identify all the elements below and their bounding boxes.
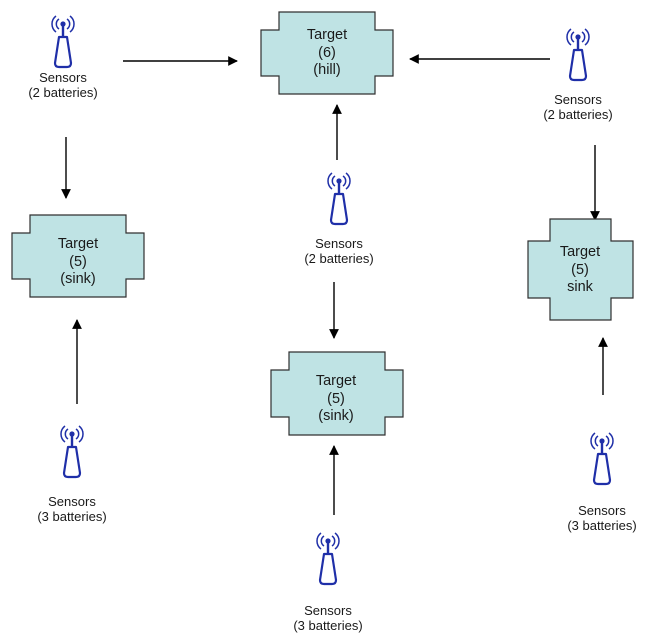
target-label-right-line-2: (5) xyxy=(571,261,589,278)
target-label-top: Target(6)(hill) xyxy=(267,27,387,80)
sensor-label-bottom-right-line-1: Sensors xyxy=(578,503,626,518)
antenna-icon xyxy=(327,172,351,226)
antenna-icon xyxy=(51,15,75,69)
target-label-left-line-1: Target xyxy=(57,236,99,252)
sensor-label-top-left-line-2: (2 batteries) xyxy=(28,85,98,100)
sensor-label-bottom-center-line-2: (3 batteries) xyxy=(293,618,363,633)
target-label-top-line-3: (hill) xyxy=(313,62,341,78)
target-label-top-line-1: Target xyxy=(306,27,348,43)
target-shape-center xyxy=(270,351,404,436)
sensor-label-top-right-line-1: Sensors xyxy=(554,92,602,107)
sensor-label-middle-line-1: Sensors xyxy=(315,236,363,251)
target-label-left-line-3: (sink) xyxy=(60,271,96,287)
target-label-center: Target(5)(sink) xyxy=(276,373,396,426)
antenna-icon xyxy=(316,532,340,586)
target-shape-top xyxy=(260,11,394,95)
sensor-label-middle: Sensors(2 batteries) xyxy=(279,236,399,266)
sensor-label-bottom-left: Sensors(3 batteries) xyxy=(12,494,132,524)
sensor-label-bottom-center: Sensors(3 batteries) xyxy=(268,603,388,633)
antenna-icon xyxy=(590,432,614,486)
target-label-right-line-3: sink xyxy=(567,279,593,295)
sensor-label-top-right-line-2: (2 batteries) xyxy=(543,107,613,122)
target-shape-right xyxy=(527,218,634,321)
target-label-center-line-3: (sink) xyxy=(318,408,354,424)
target-label-center-line-1: Target xyxy=(315,373,357,389)
target-label-center-line-2: (5) xyxy=(327,390,345,407)
target-label-left: Target(5)(sink) xyxy=(18,236,138,289)
sensor-label-bottom-left-line-2: (3 batteries) xyxy=(37,509,107,524)
target-label-left-line-2: (5) xyxy=(69,253,87,270)
sensor-label-top-right: Sensors(2 batteries) xyxy=(518,92,638,122)
sensor-label-top-left-line-1: Sensors xyxy=(39,70,87,85)
sensor-label-top-left: Sensors(2 batteries) xyxy=(3,70,123,100)
sensor-label-middle-line-2: (2 batteries) xyxy=(304,251,374,266)
sensor-label-bottom-left-line-1: Sensors xyxy=(48,494,96,509)
target-shape-left xyxy=(11,214,145,298)
target-label-right-line-1: Target xyxy=(559,244,601,260)
target-label-top-line-2: (6) xyxy=(318,44,336,61)
target-label-right: Target(5)sink xyxy=(520,244,640,297)
antenna-icon xyxy=(60,425,84,479)
sensor-label-bottom-right: Sensors(3 batteries) xyxy=(542,503,650,533)
sensor-label-bottom-right-line-2: (3 batteries) xyxy=(567,518,637,533)
antenna-icon xyxy=(566,28,590,82)
sensor-label-bottom-center-line-1: Sensors xyxy=(304,603,352,618)
